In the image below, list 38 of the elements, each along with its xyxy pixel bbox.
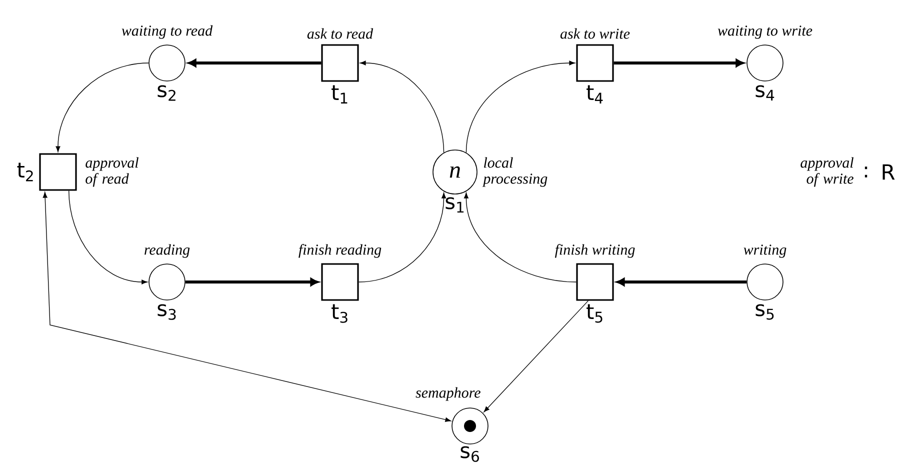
token-count: n <box>450 166 460 178</box>
place-name: s$_{4}$ <box>756 85 774 101</box>
arrow <box>68 190 148 284</box>
transition-label: finish writing <box>554 244 635 258</box>
arrow <box>42 192 452 422</box>
arrow <box>188 59 322 67</box>
transition-name: t$_{5}$ <box>586 304 602 323</box>
place-name: s$_{3}$ <box>158 304 176 320</box>
place-name: s$_{6}$ <box>460 446 479 462</box>
transition-label: approval of read <box>86 157 138 187</box>
place-label: waiting to write <box>718 26 812 39</box>
note-label: : <box>864 166 868 178</box>
place-label: reading <box>144 244 190 258</box>
arrow <box>56 62 149 152</box>
arrow <box>360 60 444 153</box>
place-label: local processing <box>482 157 548 187</box>
transition-name: t$_{2}$ <box>17 162 33 182</box>
transition-name: t$_{4}$ <box>586 85 603 104</box>
note-label: approval of write <box>800 157 854 187</box>
place-label: writing <box>744 244 786 258</box>
place-name: s$_{2}$ <box>158 85 176 101</box>
place-name: s$_{1}$ <box>446 197 464 213</box>
note-label: R <box>882 164 895 180</box>
arrow <box>464 192 577 282</box>
arrow <box>484 300 589 412</box>
place-name: s$_{5}$ <box>756 304 774 320</box>
arrow <box>358 192 446 282</box>
transition-label: ask to write <box>560 28 630 39</box>
place-label: waiting to read <box>122 25 213 39</box>
arrow <box>614 59 744 67</box>
place-label: semaphore <box>416 387 480 401</box>
transition-name: t$_{1}$ <box>332 85 348 104</box>
transition-name: t$_{3}$ <box>332 304 348 323</box>
arrow <box>616 278 747 286</box>
transition-label: finish reading <box>298 244 382 258</box>
arrow <box>466 60 576 153</box>
transition-label: ask to read <box>307 28 374 39</box>
arrow <box>185 278 319 286</box>
